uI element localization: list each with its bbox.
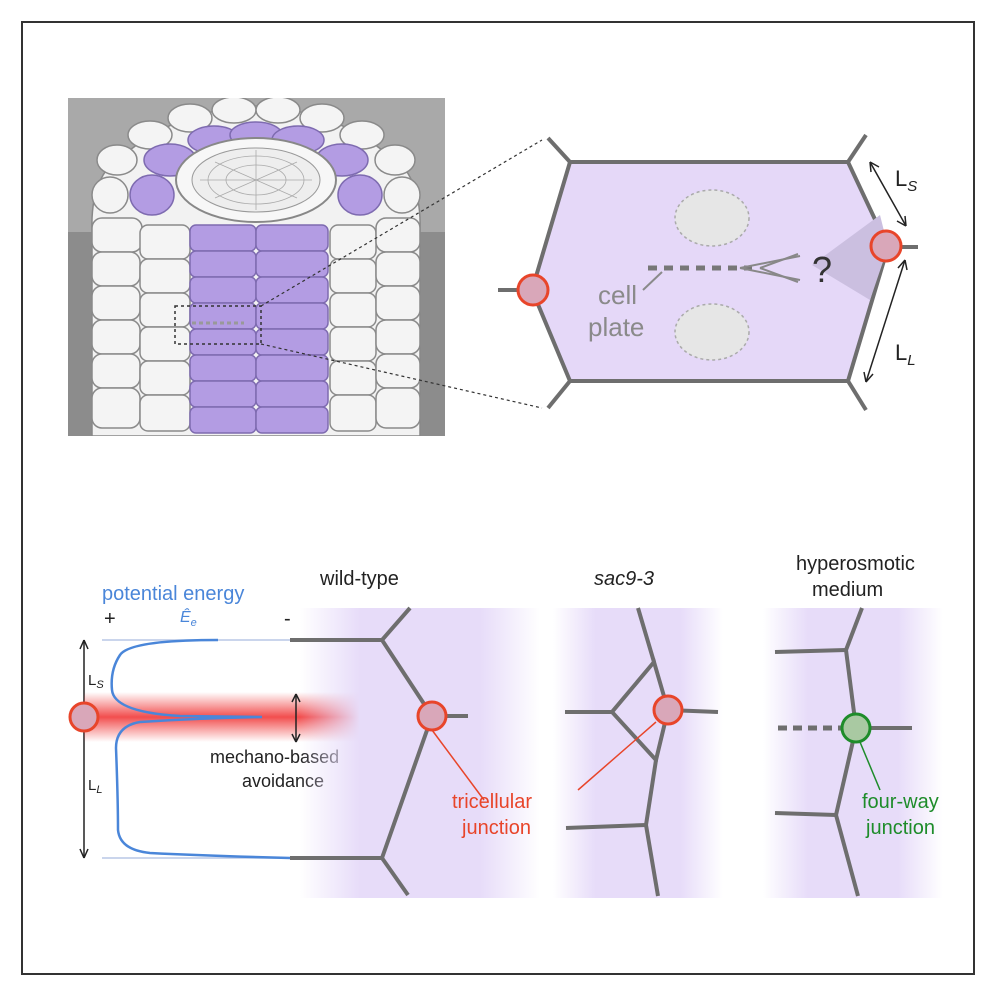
fourway-label-line1: four-way — [862, 791, 939, 813]
cell-plate-label-line2: plate — [588, 312, 644, 342]
sac9-junction — [652, 694, 684, 726]
zoom-ls-label: LS — [895, 166, 917, 195]
nucleus-bottom — [674, 303, 750, 361]
tricellular-label-line1: tricellular — [452, 791, 532, 813]
energy-junction — [68, 701, 100, 733]
four-way-junction — [840, 712, 872, 744]
sac9-walls — [565, 607, 719, 897]
zoom-selection-box — [174, 305, 262, 345]
zoom-junction-left — [516, 273, 550, 307]
wt-junction-pointer — [431, 729, 485, 801]
hyperosmotic-label-line1: hyperosmotic — [796, 553, 915, 575]
energy-curve — [110, 638, 291, 860]
length-arrows — [863, 161, 908, 383]
zoom-line-bottom — [260, 343, 543, 409]
root-tissue-block — [68, 98, 543, 436]
four-way-pointer — [859, 741, 881, 791]
fourway-label-line2: junction — [865, 817, 935, 839]
zoomed-cell: ? cell plate LS LL — [498, 133, 918, 412]
energy-ll-label: LL — [88, 777, 102, 796]
sac9-panel: sac9-3 — [553, 568, 723, 898]
sac9-stripe — [553, 608, 723, 898]
plus-sign: + — [104, 608, 116, 630]
wild-type-walls — [290, 606, 468, 897]
wild-type-panel: wild-type — [290, 568, 540, 898]
zoom-junction-right — [869, 229, 903, 263]
potential-energy-title: potential energy — [102, 583, 244, 605]
sac9-label: sac9-3 — [594, 568, 654, 590]
cell-plate-pointer — [642, 271, 663, 291]
nucleus-top — [674, 189, 750, 247]
cell-plate-label-line1: cell — [598, 280, 637, 310]
question-mark: ? — [812, 249, 832, 290]
zoom-line-top — [260, 139, 543, 307]
hyperosmotic-panel: hyperosmotic medium — [763, 553, 943, 898]
wild-type-junction — [416, 700, 448, 732]
division-cone — [812, 215, 888, 300]
zoom-ll-label: LL — [895, 340, 916, 369]
tricellular-label-line2: junction — [461, 817, 531, 839]
minus-sign: - — [284, 608, 291, 630]
wild-type-label: wild-type — [319, 568, 399, 590]
cell-grid — [91, 98, 421, 436]
hyperosmotic-stripe — [763, 608, 943, 898]
hyperosmotic-label-line2: medium — [812, 579, 883, 601]
sac9-junction-pointer — [577, 721, 657, 791]
energy-ls-label: LS — [88, 672, 104, 691]
energy-symbol: Êe — [180, 607, 197, 629]
